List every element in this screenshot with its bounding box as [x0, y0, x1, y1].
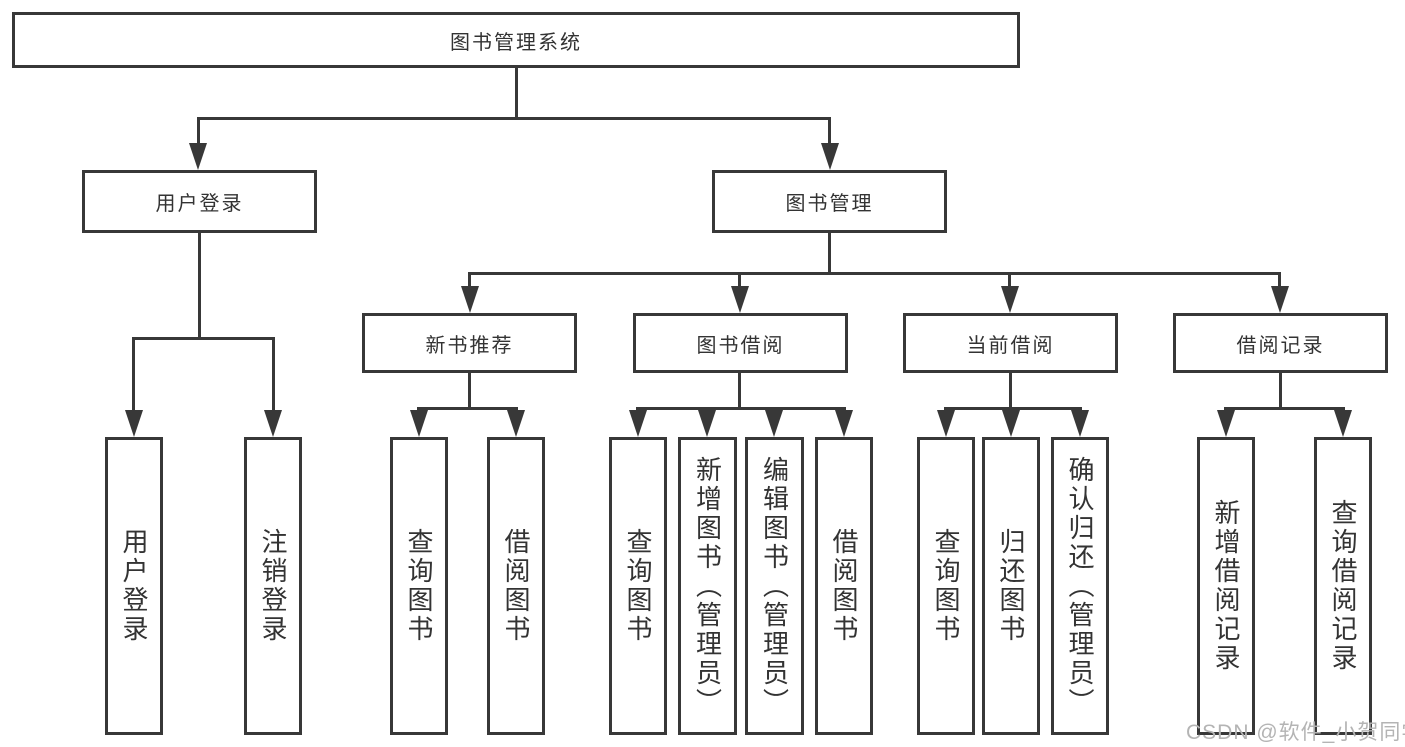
- leaf-label: 归还图书: [996, 528, 1026, 644]
- leaf-label: 借阅图书: [829, 528, 859, 644]
- leaf-label: 查询图书: [931, 528, 961, 644]
- connector-line: [468, 373, 471, 407]
- leaf-label: 用户登录: [119, 528, 149, 644]
- connector-line: [515, 68, 518, 117]
- connector-line: [197, 120, 200, 143]
- arrow-down-icon: [731, 286, 749, 313]
- arrow-down-icon: [264, 410, 282, 437]
- connector-line: [132, 337, 275, 340]
- leaf-label: 查询图书: [623, 528, 653, 644]
- node-new-book-recommend: 新书推荐: [362, 313, 577, 373]
- leaf-return-books: 归还图书: [982, 437, 1040, 735]
- node-book-borrow: 图书借阅: [633, 313, 848, 373]
- connector-line: [1008, 275, 1011, 286]
- leaf-add-book-admin: 新增图书（管理员）: [678, 437, 737, 735]
- connector-line: [417, 407, 518, 410]
- arrow-down-icon: [835, 410, 853, 437]
- leaf-query-books: 查询图书: [917, 437, 975, 735]
- leaf-borrow-books: 借阅图书: [815, 437, 873, 735]
- connector-line: [1009, 373, 1012, 407]
- node-book-management: 图书管理: [712, 170, 947, 233]
- connector-line: [197, 117, 831, 120]
- connector-line: [738, 373, 741, 407]
- arrow-down-icon: [1001, 286, 1019, 313]
- arrow-down-icon: [821, 143, 839, 170]
- connector-line: [1279, 373, 1282, 407]
- leaf-label: 注销登录: [258, 528, 288, 644]
- leaf-query-books: 查询图书: [609, 437, 667, 735]
- connector-line: [828, 233, 831, 275]
- connector-line: [198, 233, 201, 337]
- node-user-login: 用户登录: [82, 170, 317, 233]
- node-borrow-records: 借阅记录: [1173, 313, 1388, 373]
- arrow-down-icon: [765, 410, 783, 437]
- leaf-logout: 注销登录: [244, 437, 302, 735]
- arrow-down-icon: [937, 410, 955, 437]
- leaf-query-books: 查询图书: [390, 437, 448, 735]
- leaf-label: 查询借阅记录: [1328, 499, 1358, 673]
- connector-line: [828, 120, 831, 143]
- connector-line: [636, 407, 846, 410]
- leaf-label: 借阅图书: [501, 528, 531, 644]
- arrow-down-icon: [1271, 286, 1289, 313]
- arrow-down-icon: [461, 286, 479, 313]
- connector-line: [1224, 407, 1345, 410]
- leaf-label: 新增借阅记录: [1211, 499, 1241, 673]
- leaf-borrow-books: 借阅图书: [487, 437, 545, 735]
- arrow-down-icon: [698, 410, 716, 437]
- leaf-query-borrow-record: 查询借阅记录: [1314, 437, 1372, 735]
- arrow-down-icon: [507, 410, 525, 437]
- arrow-down-icon: [1334, 410, 1352, 437]
- arrow-down-icon: [410, 410, 428, 437]
- arrow-down-icon: [1217, 410, 1235, 437]
- node-current-borrow: 当前借阅: [903, 313, 1118, 373]
- arrow-down-icon: [629, 410, 647, 437]
- leaf-label: 新增图书（管理员）: [692, 455, 723, 717]
- arrow-down-icon: [189, 143, 207, 170]
- connector-line: [738, 275, 741, 286]
- connector-line: [272, 340, 275, 410]
- connector-line: [468, 275, 471, 286]
- arrow-down-icon: [1071, 410, 1089, 437]
- leaf-user-login: 用户登录: [105, 437, 163, 735]
- node-root: 图书管理系统: [12, 12, 1020, 68]
- leaf-confirm-return-admin: 确认归还（管理员）: [1051, 437, 1109, 735]
- leaf-add-borrow-record: 新增借阅记录: [1197, 437, 1255, 735]
- arrow-down-icon: [125, 410, 143, 437]
- leaf-label: 查询图书: [404, 528, 434, 644]
- leaf-label: 编辑图书（管理员）: [759, 455, 790, 717]
- connector-line: [1278, 275, 1281, 286]
- watermark: CSDN @软件_小贺同学: [1186, 721, 1405, 744]
- leaf-edit-book-admin: 编辑图书（管理员）: [745, 437, 804, 735]
- connector-line: [132, 340, 135, 410]
- connector-line: [944, 407, 1082, 410]
- connector-line: [468, 272, 1281, 275]
- leaf-label: 确认归还（管理员）: [1065, 455, 1095, 717]
- arrow-down-icon: [1002, 410, 1020, 437]
